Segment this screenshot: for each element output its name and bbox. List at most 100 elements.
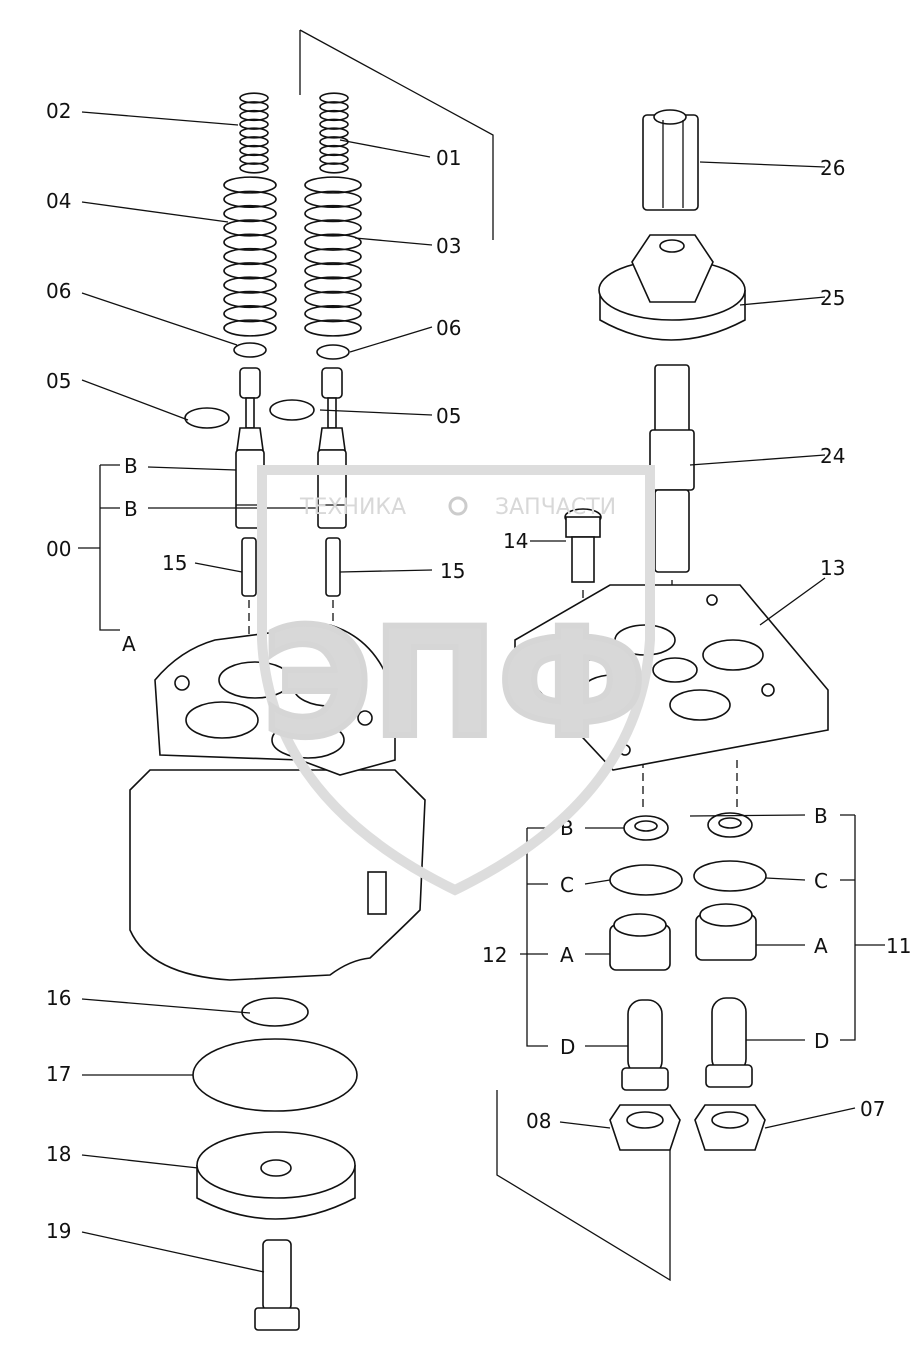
plate-13 (514, 584, 829, 771)
spring-coil (304, 305, 362, 323)
label-07: 07 (860, 1097, 885, 1121)
watermark: ТЕХНИКА ЗАПЧАСТИ ЭПФ (257, 465, 655, 896)
watermark-logo: ЭПФ (262, 597, 646, 771)
spring-coil (239, 118, 269, 130)
bolt-19 (254, 1239, 300, 1331)
label-11: 11 (886, 934, 911, 958)
spring-coil (319, 109, 349, 122)
label-15-right: 15 (440, 559, 465, 583)
label-c-left: C (560, 873, 574, 897)
leader-lines (81, 111, 856, 1273)
gear-icon (448, 496, 468, 516)
label-05-right: 05 (436, 404, 461, 428)
spring-coil (223, 305, 277, 323)
label-04: 04 (46, 189, 71, 213)
label-06-left: 06 (46, 279, 71, 303)
nut-07 (694, 1104, 766, 1151)
seal-b-right (707, 812, 753, 838)
spring-coil (223, 319, 277, 337)
cam-25 (598, 234, 746, 341)
spring-04 (223, 176, 277, 337)
spool-d-left (621, 999, 669, 1091)
oring-c-right (693, 860, 767, 892)
nut-08 (609, 1104, 681, 1151)
spring-coil (304, 219, 362, 237)
label-d-right: D (814, 1029, 829, 1053)
spring-coil (319, 162, 349, 174)
spring-01 (319, 92, 349, 174)
spring-coil (223, 233, 277, 251)
spring-coil (304, 290, 362, 309)
oring-16 (241, 997, 309, 1027)
washer-06-right (316, 344, 350, 360)
spring-coil (239, 162, 269, 174)
watermark-text-left: ТЕХНИКА (299, 495, 406, 520)
plug-18 (196, 1131, 356, 1220)
pin-15-right (325, 537, 341, 597)
label-02: 02 (46, 99, 71, 123)
retainer-05-left (184, 407, 230, 429)
spool-d-right (705, 997, 753, 1088)
spring-coil (239, 144, 269, 157)
bolt-14 (564, 508, 602, 583)
label-19: 19 (46, 1219, 71, 1243)
label-24: 24 (820, 444, 845, 468)
label-17: 17 (46, 1062, 71, 1086)
spring-coil (239, 136, 269, 148)
spring-03 (304, 176, 362, 337)
spring-coil (304, 319, 362, 337)
spring-coil (239, 92, 269, 104)
spring-coil (223, 290, 277, 309)
label-a-left: A (122, 632, 136, 656)
oring-c-left (609, 864, 683, 896)
spring-coil (239, 127, 269, 139)
spring-coil (319, 153, 349, 165)
retainer-05-right (269, 399, 315, 421)
spring-coil (304, 176, 362, 194)
watermark-text-right: ЗАПЧАСТИ (495, 495, 616, 520)
spring-coil (304, 233, 362, 251)
spring-coil (304, 190, 362, 208)
spring-coil (239, 109, 269, 122)
spring-coil (239, 153, 269, 165)
spring-coil (319, 118, 349, 130)
spring-coil (223, 176, 277, 194)
label-13: 13 (820, 556, 845, 580)
label-15-left: 15 (162, 551, 187, 575)
spring-coil (223, 262, 277, 280)
washer-06-left (233, 342, 267, 358)
pin-15-left (241, 537, 257, 597)
label-26: 26 (820, 156, 845, 180)
spring-coil (319, 127, 349, 139)
label-25: 25 (820, 286, 845, 310)
label-16: 16 (46, 986, 71, 1010)
label-05-left: 05 (46, 369, 71, 393)
spring-coil (304, 247, 362, 266)
label-a-right: A (814, 934, 828, 958)
spring-coil (223, 247, 277, 266)
joint-24 (649, 364, 695, 573)
label-14: 14 (503, 529, 528, 553)
springs (223, 92, 362, 337)
spring-coil (304, 204, 362, 223)
nut-26 (642, 109, 699, 211)
spring-coil (223, 190, 277, 208)
bracket-lines (78, 29, 885, 1282)
label-00: 00 (46, 537, 71, 561)
spring-02 (239, 92, 269, 174)
label-18: 18 (46, 1142, 71, 1166)
label-08: 08 (526, 1109, 551, 1133)
spring-coil (319, 101, 349, 113)
spring-coil (304, 276, 362, 294)
label-06-right: 06 (436, 316, 461, 340)
label-01: 01 (436, 146, 461, 170)
bushing-a-left (609, 913, 671, 971)
spring-coil (319, 92, 349, 104)
label-c-right: C (814, 869, 828, 893)
spring-coil (319, 144, 349, 157)
spring-coil (223, 276, 277, 294)
spring-coil (223, 204, 277, 223)
label-b-upper: B (124, 454, 138, 478)
spring-coil (239, 101, 269, 113)
